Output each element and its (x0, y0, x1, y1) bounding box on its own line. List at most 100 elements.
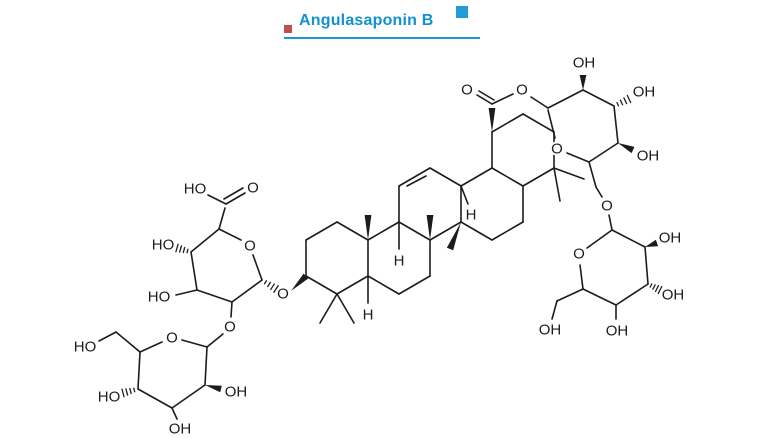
bond (231, 279, 263, 303)
bond (556, 288, 584, 302)
bond (623, 97, 628, 105)
bond (588, 142, 619, 163)
atom-label-OH: OH (662, 287, 685, 304)
bond (491, 221, 524, 241)
bond (619, 99, 624, 106)
atom-label-O: O (551, 141, 563, 158)
atom-label-O: O (461, 82, 473, 99)
bond (522, 167, 555, 187)
bond (171, 407, 178, 420)
bond (491, 113, 524, 133)
atom-label-O: O (277, 286, 289, 303)
wedge-bond (205, 385, 222, 393)
bond (476, 94, 493, 105)
wedge-bond (579, 75, 587, 90)
bond (406, 175, 427, 187)
bond (305, 275, 338, 295)
wedge-bond (291, 273, 309, 291)
bond (125, 388, 129, 396)
bond (398, 221, 431, 241)
bond (553, 167, 585, 180)
atom-label-H: H (466, 207, 477, 224)
bond (178, 245, 183, 253)
wedge-bond (364, 215, 372, 240)
bond (491, 167, 524, 187)
bond (252, 254, 263, 281)
atom-label-O: O (244, 238, 256, 255)
atom-label-HO: HO (98, 389, 121, 406)
title-underline (284, 37, 480, 39)
atom-label-HO: HO (148, 289, 171, 306)
title-bullet-icon (284, 25, 292, 33)
bond (223, 187, 244, 200)
bond (225, 192, 246, 205)
atom-label-HO: HO (74, 339, 97, 356)
bond (491, 93, 514, 105)
bond (190, 228, 220, 253)
page-title: Angulasaponin B (299, 12, 434, 29)
atom-label-O: O (247, 180, 259, 197)
bond (460, 221, 493, 241)
bond (551, 300, 558, 320)
bond (186, 248, 189, 254)
atom-label-O: O (224, 319, 236, 336)
bond (429, 167, 462, 187)
wedge-bond (446, 222, 461, 251)
atom-label-H: H (363, 307, 374, 324)
atom-label-OH: OH (633, 84, 656, 101)
bond (171, 384, 206, 409)
atom-label-OH: OH (659, 230, 682, 247)
atom-label-HO: HO (152, 237, 175, 254)
bond (336, 221, 369, 241)
wedge-bond (618, 143, 635, 154)
bond (218, 207, 226, 230)
atom-label-O: O (573, 246, 585, 263)
atom-label-OH: OH (169, 421, 192, 438)
bond (398, 167, 431, 187)
bond (429, 221, 462, 241)
atom-label-O: O (516, 82, 528, 99)
atom-label-O: O (601, 198, 613, 215)
bond (336, 275, 369, 295)
bond (270, 283, 275, 291)
bond (547, 109, 556, 139)
bond (566, 152, 590, 163)
bond (553, 167, 561, 202)
title-corner-icon (456, 6, 468, 18)
bond (579, 264, 584, 290)
bond (615, 283, 649, 306)
bond (367, 221, 400, 241)
bond (611, 229, 646, 248)
atom-label-HO: HO (184, 181, 207, 198)
bond (657, 285, 663, 295)
bond (367, 275, 400, 295)
wedge-bond (488, 108, 496, 132)
bond (613, 105, 619, 144)
atom-label-OH: OH (539, 322, 562, 339)
bond (121, 388, 125, 398)
bond (139, 341, 163, 353)
bond (305, 221, 338, 241)
bond (654, 284, 660, 293)
bond (649, 283, 653, 288)
bond (273, 285, 279, 293)
atom-label-OH: OH (573, 55, 596, 72)
bond (129, 387, 132, 395)
bond (530, 96, 549, 109)
atom-label-O: O (166, 330, 178, 347)
bond (626, 94, 632, 104)
atom-label-H: H (394, 253, 405, 270)
bond (175, 243, 179, 253)
bond (263, 280, 268, 285)
bond (137, 351, 141, 390)
bond (204, 346, 208, 386)
atom-label-OH: OH (606, 323, 629, 340)
bond (133, 387, 136, 393)
bond (398, 275, 431, 295)
bond (460, 167, 493, 187)
bond (206, 333, 224, 348)
bond (582, 89, 615, 107)
bond (181, 339, 208, 348)
bond (190, 251, 198, 291)
